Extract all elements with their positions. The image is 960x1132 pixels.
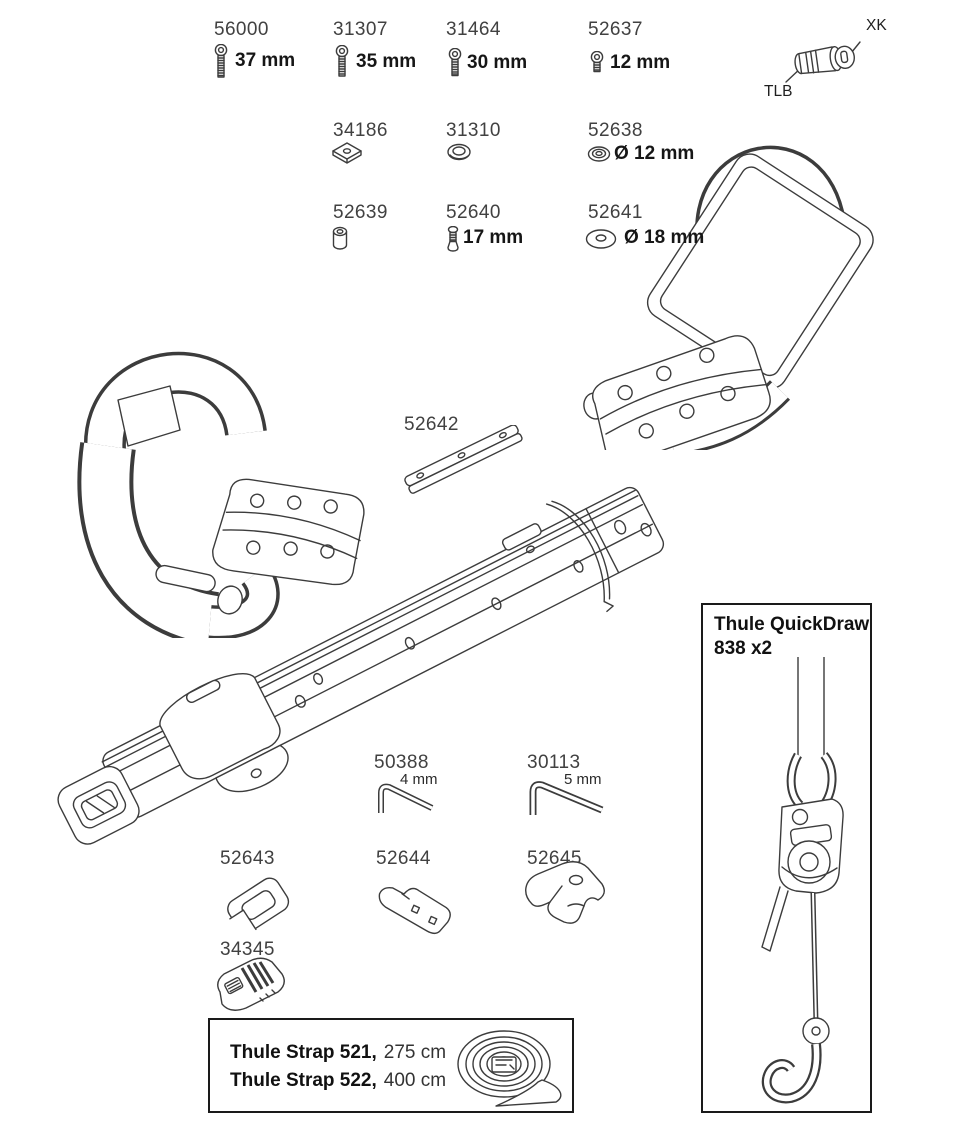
allen-key-icon (378, 783, 434, 813)
washer-icon (585, 229, 617, 249)
part-number: 52640 (446, 202, 501, 223)
strap-line-1: Thule Strap 521, 275 cm (230, 1039, 446, 1067)
square-nut-icon (332, 142, 362, 164)
hex-screw-icon (335, 45, 349, 77)
part-number: 31307 (333, 19, 388, 40)
ribbed-cap-icon (217, 957, 285, 1011)
strap-length: 275 cm (383, 1042, 447, 1063)
strap-coil-icon (457, 1030, 562, 1107)
part-number: 52641 (588, 202, 643, 223)
part-number: 52639 (333, 202, 388, 223)
spacer-sleeve-icon (332, 226, 348, 250)
part-number: 31310 (446, 120, 501, 141)
saddle-bracket-icon (525, 861, 605, 924)
part-number: 34186 (333, 120, 388, 141)
rail-strip-illustration (404, 425, 523, 494)
hex-screw-icon (590, 51, 604, 73)
part-size: 17 mm (463, 227, 524, 248)
part-number: 34345 (220, 939, 275, 960)
washer-icon (447, 143, 471, 161)
right-clamp-base-pad (592, 335, 771, 450)
part-number: 50388 (374, 752, 429, 773)
part-size: Ø 18 mm (624, 227, 705, 248)
part-number: 56000 (214, 19, 269, 40)
tool-size: 5 mm (564, 771, 602, 788)
part-size: 30 mm (467, 52, 528, 73)
lock-cylinder-icon (785, 41, 861, 83)
plate-bracket-icon (378, 887, 451, 935)
left-clamp-illustration (77, 351, 365, 638)
part-number: 52638 (588, 120, 643, 141)
left-clamp-base-pad (212, 478, 365, 586)
quickdraw-title-line2: 838 x2 (714, 638, 773, 659)
carrier-bar-illustration (57, 486, 665, 845)
quickdraw-strap-icon (761, 657, 844, 1104)
part-number: 52642 (404, 414, 459, 435)
part-number: 52643 (220, 848, 275, 869)
strap-name: Thule Strap 521, (230, 1042, 377, 1063)
part-number: 52644 (376, 848, 431, 869)
quickdraw-title: Thule QuickDraw 838 x2 (703, 605, 870, 661)
part-size: 37 mm (235, 50, 296, 71)
loop-bracket-icon (227, 877, 290, 941)
part-size: 35 mm (356, 51, 417, 72)
strap-info-box: Thule Strap 521, 275 cm Thule Strap 522, 4… (208, 1018, 574, 1113)
clamp-pad-plate (117, 385, 181, 447)
right-clamp-illustration (583, 145, 874, 450)
quickdraw-info-box: Thule QuickDraw 838 x2 (701, 603, 872, 1113)
part-size: 12 mm (610, 52, 671, 73)
allen-key-icon (529, 781, 604, 815)
strap-name: Thule Strap 522, (230, 1070, 377, 1091)
lock-key-label: XK (866, 17, 887, 34)
part-number: 52637 (588, 19, 643, 40)
tool-size: 4 mm (400, 771, 438, 788)
part-number: 30113 (527, 752, 581, 773)
strap-text-block: Thule Strap 521, 275 cm Thule Strap 522, 4… (230, 1039, 446, 1095)
hex-screw-icon (214, 44, 228, 78)
stub-screw-icon (447, 226, 459, 252)
strap-length: 400 cm (383, 1070, 447, 1091)
part-number: 31464 (446, 19, 501, 40)
quickdraw-title-line1: Thule QuickDraw (714, 614, 870, 635)
part-size: Ø 12 mm (614, 143, 695, 164)
hex-screw-icon (448, 48, 462, 77)
strap-line-2: Thule Strap 522, 400 cm (230, 1067, 446, 1095)
washer-icon (587, 146, 611, 162)
lock-barrel-label: TLB (764, 83, 793, 100)
